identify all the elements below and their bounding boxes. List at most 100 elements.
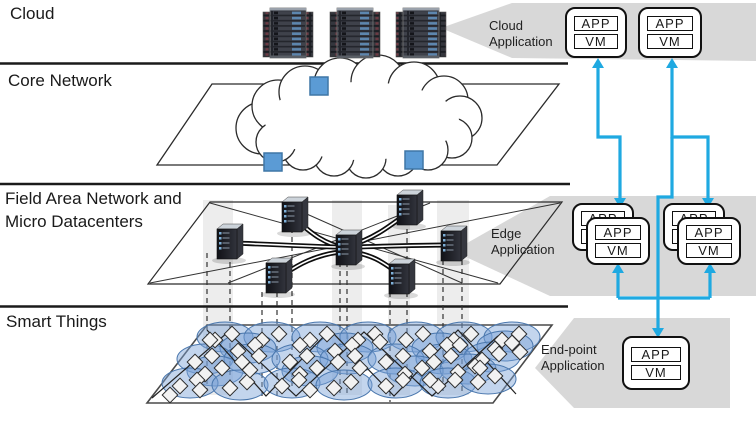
sensor-diamond-icon	[250, 347, 268, 365]
server-led	[284, 205, 287, 208]
server-led	[284, 220, 287, 223]
layer-label-field-line2: Micro Datacenters	[5, 212, 143, 231]
server-slot	[271, 276, 279, 278]
sensor-diamond-icon	[471, 359, 489, 377]
app-arrow-head	[652, 328, 664, 338]
cable-line-core	[235, 242, 337, 248]
callout-endpoint-line1: End-point	[541, 342, 597, 357]
server-slot	[271, 266, 279, 268]
server-tower-side	[285, 257, 293, 294]
server-led	[399, 203, 402, 206]
sensor-diamond-icon	[223, 325, 241, 343]
server-slot	[287, 215, 295, 217]
server-led	[268, 266, 271, 269]
sensor-cluster-ellipse	[211, 369, 269, 401]
server-slot	[222, 242, 230, 244]
server-slot	[402, 203, 410, 205]
vm-chip: VM	[631, 364, 681, 380]
server-led	[219, 247, 222, 250]
server-led	[443, 244, 446, 247]
callout-cloud-line1: Cloud	[489, 18, 523, 33]
sensor-diamond-icon	[273, 377, 291, 395]
server-led	[268, 271, 271, 274]
server-slot	[341, 243, 349, 245]
sensor-diamond-icon	[425, 353, 443, 371]
app-arrow-head	[592, 58, 604, 68]
app-arrow-head	[666, 58, 678, 68]
callout-edge-line2: Application	[491, 242, 555, 257]
server-slot	[446, 244, 454, 246]
callout-label-cloud-application: Cloud Application	[489, 18, 553, 50]
sensor-diamond-icon	[451, 336, 469, 354]
server-tower-side	[416, 189, 424, 226]
server-led	[338, 253, 341, 256]
server-slot	[341, 253, 349, 255]
layer-label-field-line1: Field Area Network and	[5, 189, 182, 208]
sensor-diamond-icon	[281, 353, 299, 371]
cloud-app-vm-box-1: APP VM	[565, 7, 627, 58]
callout-label-edge-application: Edge Application	[491, 226, 555, 258]
server-led	[391, 272, 394, 275]
callout-label-endpoint-application: End-point Application	[541, 342, 605, 374]
server-led	[399, 208, 402, 211]
server-tower-side	[236, 223, 244, 260]
server-led	[268, 276, 271, 279]
app-chip: APP	[574, 16, 618, 31]
sensor-diamond-icon	[329, 353, 347, 371]
app-chip: APP	[595, 224, 641, 240]
callout-cloud-line2: Application	[489, 34, 553, 49]
sensor-diamond-icon	[346, 347, 364, 365]
server-led	[399, 213, 402, 216]
app-arrow-head	[612, 263, 624, 273]
sensor-diamond-icon	[503, 334, 521, 352]
edge-app-vm-box-2-front: APP VM	[677, 217, 741, 265]
app-arrow	[656, 137, 674, 328]
server-rack-base	[403, 55, 439, 58]
server-rack-cap	[337, 8, 373, 11]
server-led	[284, 215, 287, 218]
app-arrow	[596, 68, 622, 198]
field-plane	[146, 201, 564, 285]
sensor-diamond-icon	[394, 371, 412, 389]
sensor-diamond-icon	[462, 325, 480, 343]
server-rack-cap	[403, 8, 439, 11]
network-node-square	[263, 152, 283, 172]
network-node-square	[404, 150, 424, 170]
server-led	[338, 248, 341, 251]
sensor-diamond-icon	[377, 377, 395, 395]
vm-chip: VM	[686, 242, 732, 258]
callout-edge-line1: Edge	[491, 226, 522, 241]
server-led	[391, 277, 394, 280]
server-led	[443, 239, 446, 242]
server-rack-icon	[402, 7, 440, 59]
sensor-diamond-icon	[469, 373, 487, 391]
edge-app-vm-box-1-front: APP VM	[586, 217, 650, 265]
server-slot	[287, 205, 295, 207]
server-tower-side	[301, 196, 309, 233]
server-led	[284, 210, 287, 213]
app-chip: APP	[686, 224, 732, 240]
server-slot	[222, 232, 230, 234]
server-slot	[394, 267, 402, 269]
server-slot	[402, 208, 410, 210]
sensor-diamond-icon	[191, 381, 209, 399]
server-slot	[341, 238, 349, 240]
cloud-shape-fill	[265, 82, 459, 160]
server-rack-base	[270, 55, 306, 58]
server-led	[268, 281, 271, 284]
sensor-diamond-icon	[241, 361, 259, 379]
sensor-diamond-icon	[301, 381, 319, 399]
sensor-diamond-icon	[203, 347, 221, 365]
sensor-diamond-icon	[442, 347, 460, 365]
server-tower-side	[408, 258, 416, 295]
app-chip: APP	[647, 16, 693, 31]
server-led	[391, 282, 394, 285]
server-slot	[287, 210, 295, 212]
server-led	[219, 232, 222, 235]
server-slot	[222, 237, 230, 239]
sensor-diamond-icon	[291, 336, 309, 354]
app-arrow-head	[704, 263, 716, 273]
layer-label-smart-things: Smart Things	[6, 312, 107, 331]
sensor-diamond-icon	[421, 371, 439, 389]
